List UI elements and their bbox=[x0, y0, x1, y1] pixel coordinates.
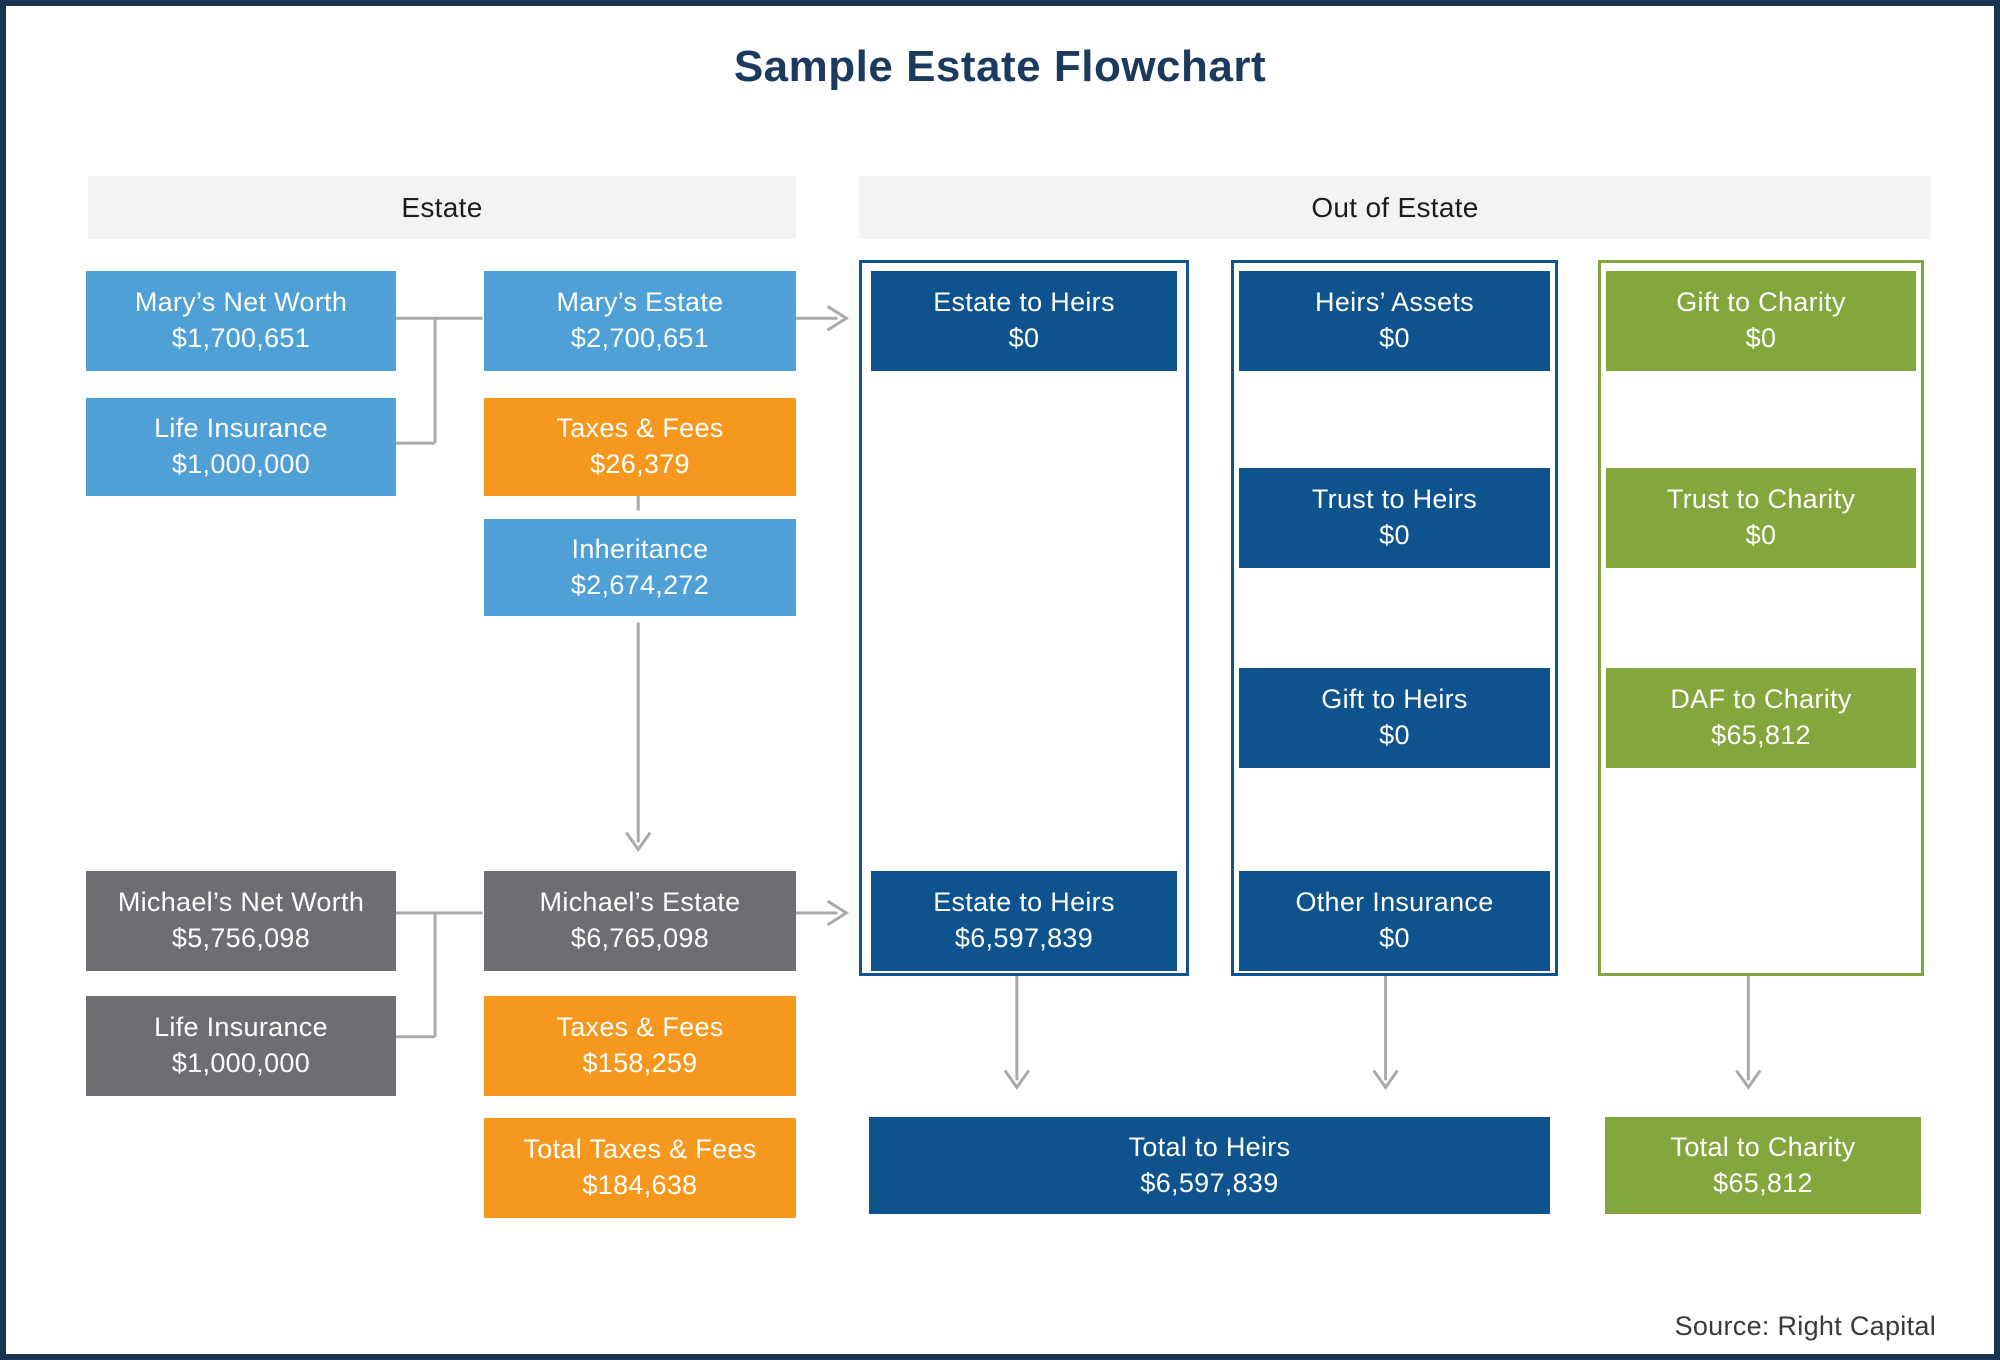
box-value: $0 bbox=[1008, 323, 1040, 353]
box-label: Other Insurance bbox=[1295, 887, 1494, 918]
box-michael-life-insurance: Life Insurance $1,000,000 bbox=[86, 996, 396, 1096]
box-value: $0 bbox=[1379, 720, 1410, 750]
box-value: $0 bbox=[1379, 923, 1410, 953]
box-estate-to-heirs-bottom: Estate to Heirs $6,597,839 bbox=[871, 871, 1177, 971]
box-value: $1,000,000 bbox=[171, 449, 311, 479]
box-value: $158,259 bbox=[582, 1048, 698, 1078]
box-label: Total to Heirs bbox=[1128, 1131, 1291, 1162]
box-label: Total Taxes & Fees bbox=[523, 1134, 757, 1165]
box-value: $0 bbox=[1379, 520, 1410, 550]
box-value: $1,000,000 bbox=[171, 1048, 311, 1078]
arrow-col3-to-total-charity bbox=[1735, 972, 1762, 1090]
box-label: Inheritance bbox=[571, 533, 709, 564]
arrow-col1-to-total-heirs bbox=[1003, 972, 1030, 1090]
box-label: Trust to Heirs bbox=[1311, 484, 1478, 515]
box-michael-taxes-fees: Taxes & Fees $158,259 bbox=[484, 996, 796, 1096]
box-inheritance: Inheritance $2,674,272 bbox=[484, 519, 796, 616]
arrow-michaels-estate-to-heirs bbox=[793, 899, 850, 927]
box-other-insurance: Other Insurance $0 bbox=[1239, 871, 1550, 971]
page-title: Sample Estate Flowchart bbox=[733, 42, 1267, 91]
box-value: $1,700,651 bbox=[171, 323, 311, 353]
box-value: $0 bbox=[1379, 323, 1410, 353]
box-marys-net-worth: Mary’s Net Worth $1,700,651 bbox=[86, 271, 396, 371]
connector-michael-merge bbox=[395, 911, 483, 1039]
box-label: Michael’s Estate bbox=[539, 887, 741, 918]
box-value: $6,597,839 bbox=[1140, 1167, 1279, 1198]
box-michaels-net-worth: Michael’s Net Worth $5,756,098 bbox=[86, 871, 396, 971]
box-label: Life Insurance bbox=[154, 1012, 328, 1043]
box-label: Taxes & Fees bbox=[556, 413, 724, 444]
box-heirs-assets: Heirs’ Assets $0 bbox=[1239, 271, 1550, 371]
box-label: Estate to Heirs bbox=[933, 287, 1115, 318]
column-estate-to-heirs bbox=[859, 260, 1189, 976]
box-gift-to-charity: Gift to Charity $0 bbox=[1606, 271, 1916, 371]
box-michaels-estate: Michael’s Estate $6,765,098 bbox=[484, 871, 796, 971]
box-total-to-heirs: Total to Heirs $6,597,839 bbox=[869, 1117, 1550, 1214]
box-gift-to-heirs: Gift to Heirs $0 bbox=[1239, 668, 1550, 768]
box-label: Taxes & Fees bbox=[556, 1012, 724, 1043]
box-label: Life Insurance bbox=[154, 413, 328, 444]
box-value: $65,812 bbox=[1711, 720, 1811, 750]
box-total-to-charity: Total to Charity $65,812 bbox=[1605, 1117, 1921, 1214]
box-value: $0 bbox=[1745, 520, 1777, 550]
box-marys-estate: Mary’s Estate $2,700,651 bbox=[484, 271, 796, 371]
box-value: $2,700,651 bbox=[570, 323, 710, 353]
box-value: $0 bbox=[1745, 323, 1777, 353]
box-value: $2,674,272 bbox=[570, 569, 710, 600]
box-label: Heirs’ Assets bbox=[1315, 287, 1474, 318]
arrow-marys-estate-to-heirs bbox=[793, 305, 850, 332]
box-mary-taxes-fees: Taxes & Fees $26,379 bbox=[484, 398, 796, 496]
box-label: DAF to Charity bbox=[1670, 684, 1852, 715]
box-daf-to-charity: DAF to Charity $65,812 bbox=[1606, 668, 1916, 768]
box-label: Mary’s Net Worth bbox=[134, 287, 348, 318]
box-trust-to-heirs: Trust to Heirs $0 bbox=[1239, 468, 1550, 568]
box-value: $5,756,098 bbox=[171, 923, 311, 953]
arrow-inheritance-to-michaels-estate bbox=[625, 622, 652, 853]
box-value: $6,765,098 bbox=[570, 923, 710, 953]
column-heirs bbox=[1231, 260, 1558, 976]
section-header-estate: Estate bbox=[88, 176, 796, 239]
box-value: $184,638 bbox=[582, 1170, 698, 1200]
box-mary-life-insurance: Life Insurance $1,000,000 bbox=[86, 398, 396, 496]
source-credit: Source: Right Capital bbox=[1674, 1311, 1936, 1341]
column-charity bbox=[1598, 260, 1924, 976]
section-header-out-of-estate: Out of Estate bbox=[859, 176, 1931, 239]
box-label: Gift to Heirs bbox=[1321, 684, 1468, 715]
box-total-taxes-fees: Total Taxes & Fees $184,638 bbox=[484, 1118, 796, 1218]
box-value: $65,812 bbox=[1713, 1167, 1813, 1198]
box-label: Mary’s Estate bbox=[556, 287, 724, 318]
arrow-col2-to-total-heirs bbox=[1372, 972, 1399, 1090]
box-label: Trust to Charity bbox=[1666, 484, 1856, 515]
box-trust-to-charity: Trust to Charity $0 bbox=[1606, 468, 1916, 568]
box-estate-to-heirs-top: Estate to Heirs $0 bbox=[871, 271, 1177, 371]
box-value: $26,379 bbox=[590, 449, 690, 479]
box-label: Total to Charity bbox=[1670, 1131, 1856, 1162]
box-label: Gift to Charity bbox=[1676, 287, 1846, 318]
box-label: Michael’s Net Worth bbox=[117, 887, 365, 918]
box-label: Estate to Heirs bbox=[933, 887, 1115, 918]
box-value: $6,597,839 bbox=[954, 923, 1094, 953]
connector-mary-merge bbox=[395, 316, 483, 445]
